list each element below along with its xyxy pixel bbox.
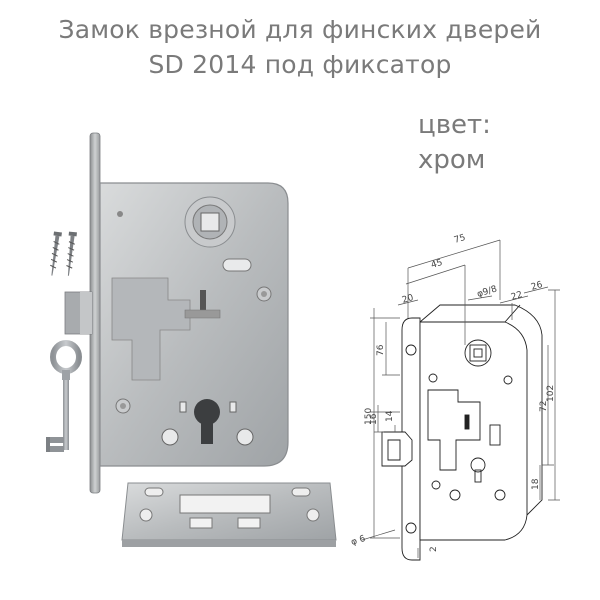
dim-18: 18 [531,478,541,490]
dim-14: 14 [385,410,395,422]
dim-hole: φ 6 [350,534,367,548]
dim-72: 72 [539,401,549,412]
dim-20: 20 [401,293,415,306]
dim-45: 45 [430,258,444,271]
dimension-labels: 75 45 20 φ9/8 22 26 76 150 16 14 72 102 … [350,233,556,552]
technical-drawing-icon [361,239,560,561]
strike-plate-icon [121,482,337,547]
dim-102: 102 [546,385,556,402]
dim-76: 76 [376,344,386,356]
dim-26: 26 [530,280,544,293]
color-label: цвет: [418,110,491,140]
dim-22: 22 [510,290,524,303]
dim-2: 2 [429,546,439,552]
dim-spindle: φ9/8 [476,284,499,300]
screws-icon [50,231,77,276]
product-title-line-2: SD 2014 под фиксатор [148,50,452,79]
dim-16: 16 [369,413,379,425]
color-value: хром [418,145,486,175]
key-icon [46,340,82,452]
lock-body-icon [64,132,289,494]
dim-75: 75 [453,233,467,246]
dim-150: 150 [364,408,374,425]
product-title-line-1: Замок врезной для финских дверей [58,15,542,44]
